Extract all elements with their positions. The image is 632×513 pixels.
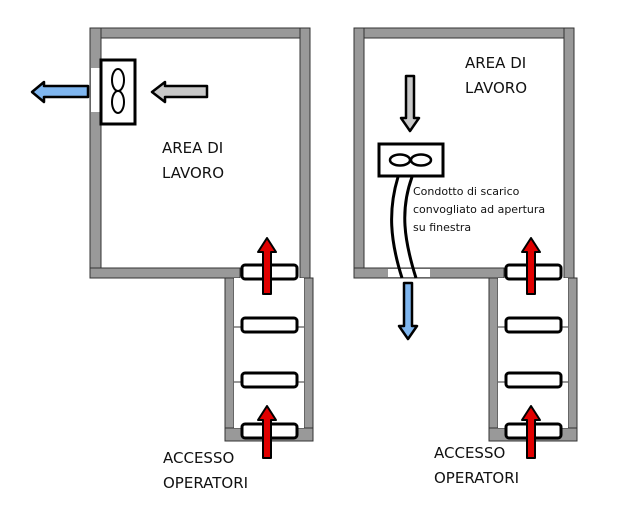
exhaust-arrow-right-icon — [397, 281, 419, 341]
duct-label-3: su finestra — [413, 221, 471, 234]
intake-arrow-right-icon — [399, 74, 421, 133]
right-window-opening — [388, 269, 430, 277]
operator-arrow-upper-left-icon — [257, 237, 277, 295]
fan-vertical-icon — [111, 68, 125, 114]
right-access-label-2: OPERATORI — [434, 469, 519, 487]
exhaust-arrow-left-icon — [30, 80, 90, 104]
right-room-label-2: LAVORO — [465, 79, 527, 97]
left-fan-unit — [99, 58, 137, 126]
left-access-label-1: ACCESSO — [163, 449, 234, 467]
right-fan-unit — [377, 142, 445, 178]
right-access-label-1: ACCESSO — [434, 444, 505, 462]
duct-label-1: Condotto di scarico — [413, 185, 520, 198]
right-door-2 — [504, 316, 563, 334]
fan-horizontal-icon — [388, 153, 433, 167]
duct-label-2: convogliato ad apertura — [413, 203, 545, 216]
right-panel: AREA DI LAVORO Condotto di scarico convo… — [353, 27, 578, 487]
left-access-label-2: OPERATORI — [163, 474, 248, 492]
left-door-2 — [240, 316, 299, 334]
operator-arrow-upper-right-icon — [521, 237, 541, 295]
left-room-label-2: LAVORO — [162, 164, 224, 182]
left-room-walls — [89, 27, 311, 279]
left-panel: AREA DI LAVORO ACCESSO OPERATORI — [30, 27, 314, 492]
right-room-label-1: AREA DI — [465, 54, 526, 72]
left-window-opening — [91, 68, 101, 112]
left-room-label-1: AREA DI — [162, 139, 223, 157]
right-door-3 — [504, 371, 563, 389]
intake-arrow-left-icon — [150, 80, 209, 104]
left-door-3 — [240, 371, 299, 389]
operator-arrow-lower-right-icon — [521, 405, 541, 459]
right-airlock-corridor — [488, 263, 578, 442]
operator-arrow-lower-left-icon — [257, 405, 277, 459]
exhaust-duct — [390, 176, 418, 279]
